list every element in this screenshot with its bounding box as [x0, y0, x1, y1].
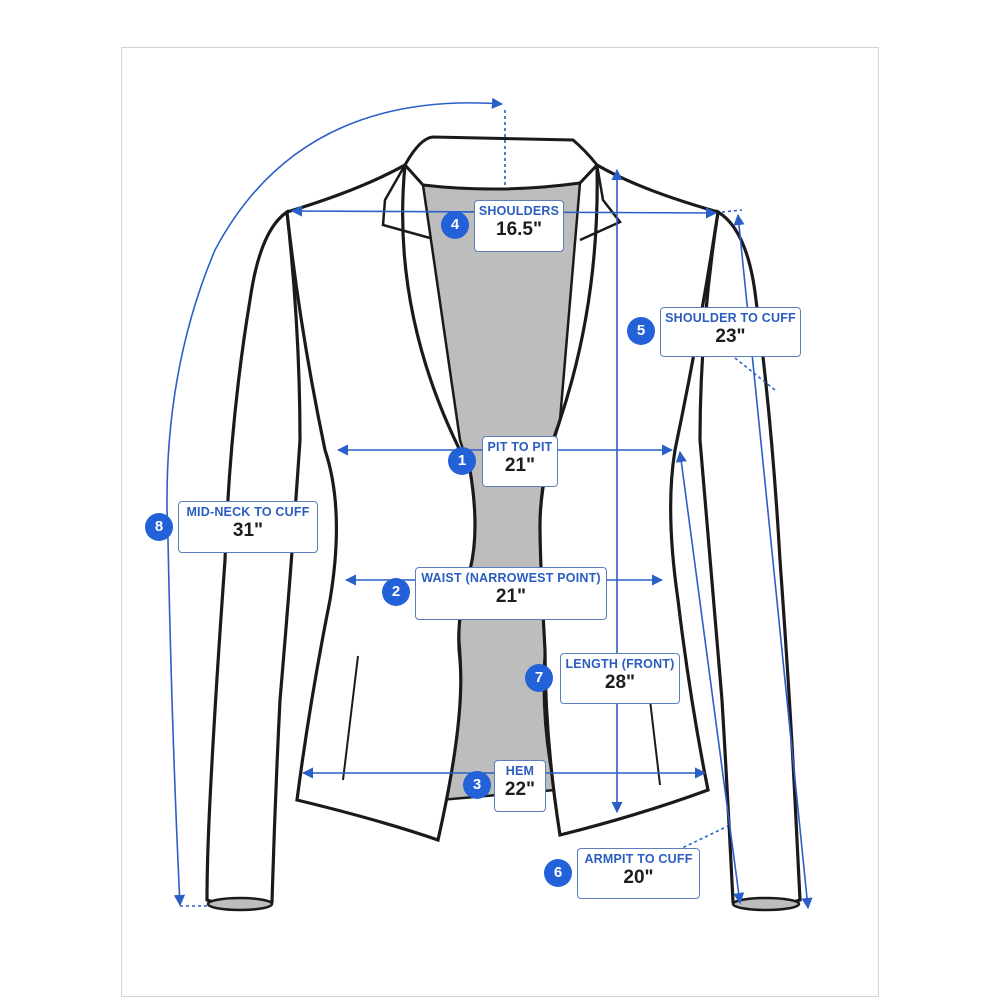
right-cuff-opening: [731, 896, 801, 912]
badge-6: 6: [544, 859, 572, 887]
label-mid-neck-to-cuff-name: MID-NECK TO CUFF: [186, 505, 310, 519]
badge-8: 8: [145, 513, 173, 541]
left-sleeve: [205, 209, 302, 909]
label-hem-value: 22": [504, 779, 536, 800]
badge-4: 4: [441, 211, 469, 239]
label-waist-name: WAIST (NARROWEST POINT): [421, 571, 601, 585]
badge-3: 3: [463, 771, 491, 799]
label-mid-neck-to-cuff: MID-NECK TO CUFF 31": [178, 501, 318, 553]
label-pit-to-pit-name: PIT TO PIT: [487, 440, 553, 454]
label-shoulder-to-cuff-name: SHOULDER TO CUFF: [665, 311, 796, 325]
label-armpit-to-cuff: ARMPIT TO CUFF 20": [577, 848, 700, 899]
label-shoulders: SHOULDERS 16.5": [474, 200, 564, 252]
label-waist-value: 21": [495, 586, 527, 607]
badge-1: 1: [448, 447, 476, 475]
label-hem-name: HEM: [505, 764, 535, 778]
label-armpit-to-cuff-value: 20": [623, 867, 654, 888]
label-shoulders-value: 16.5": [496, 219, 542, 240]
label-shoulders-name: SHOULDERS: [478, 204, 560, 218]
label-pit-to-pit: PIT TO PIT 21": [482, 436, 558, 487]
badge-5: 5: [627, 317, 655, 345]
badge-7: 7: [525, 664, 553, 692]
jacket-back-collar: [403, 135, 599, 191]
label-shoulder-to-cuff: SHOULDER TO CUFF 23": [660, 307, 801, 357]
label-hem: HEM 22": [494, 760, 546, 812]
left-cuff-opening: [206, 896, 274, 912]
label-mid-neck-to-cuff-value: 31": [232, 520, 264, 541]
label-length-front: LENGTH (FRONT) 28": [560, 653, 680, 704]
label-waist: WAIST (NARROWEST POINT) 21": [415, 567, 607, 620]
label-pit-to-pit-value: 21": [504, 455, 536, 476]
badge-2: 2: [382, 578, 410, 606]
label-shoulder-to-cuff-value: 23": [715, 326, 746, 347]
label-length-front-value: 28": [604, 672, 636, 693]
label-armpit-to-cuff-name: ARMPIT TO CUFF: [584, 852, 693, 866]
label-length-front-name: LENGTH (FRONT): [565, 657, 675, 671]
